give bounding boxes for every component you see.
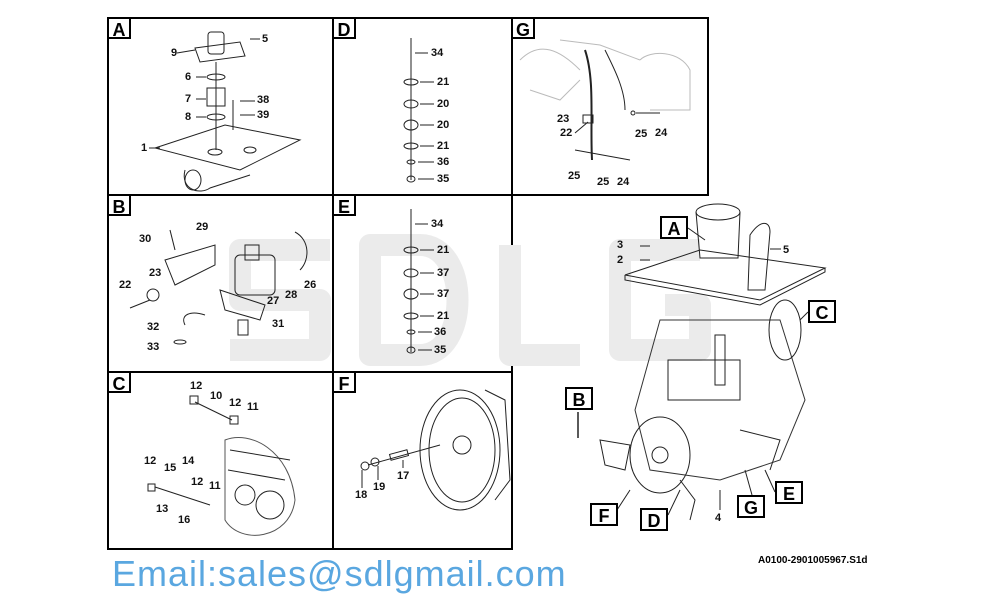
callout-number: 4 [715, 512, 722, 524]
callout-number: 1 [141, 142, 148, 154]
callout-number: 19 [373, 481, 386, 493]
callout-number: 14 [182, 455, 195, 467]
callout-number: 36 [434, 326, 447, 338]
fuel-pump-parts [129, 229, 308, 345]
callout-number: 21 [437, 244, 450, 256]
callout-number: 37 [437, 288, 450, 300]
callout-number: 25 [635, 128, 648, 140]
overview-callout-a: A [660, 216, 688, 239]
callout-number: 12 [229, 397, 242, 409]
callout-number: 15 [164, 462, 177, 474]
panel-letter: G [511, 17, 535, 40]
callout-number: 25 [597, 176, 610, 188]
callout-number: 34 [431, 47, 444, 59]
overview-callout-g: G [737, 495, 765, 518]
callout-number: 10 [210, 390, 223, 402]
callout-number: 12 [191, 476, 204, 488]
callout-number: 24 [655, 127, 668, 139]
callout-number: 37 [437, 267, 450, 279]
callout-number: 16 [178, 514, 191, 526]
callout-number: 22 [560, 127, 573, 139]
callout-number: 12 [144, 455, 157, 467]
engine-overview [577, 203, 827, 521]
callout-number: 23 [557, 113, 570, 125]
flywheel-parts [360, 389, 511, 511]
callout-number: 27 [267, 295, 280, 307]
callout-number: 38 [257, 94, 270, 106]
panel-letter: B [107, 194, 131, 217]
panel-letter: E [332, 194, 356, 217]
callout-number: 23 [149, 267, 162, 279]
overview-callout-b: B [565, 387, 593, 410]
panel-g: G [511, 17, 709, 196]
callout-number: 30 [139, 233, 152, 245]
callout-number: 33 [147, 341, 160, 353]
callout-number: 34 [431, 218, 444, 230]
callout-number: 7 [185, 93, 192, 105]
callout-number: 17 [397, 470, 410, 482]
callout-number: 18 [355, 489, 368, 501]
callout-number: 36 [437, 156, 450, 168]
callout-number: 13 [156, 503, 169, 515]
panel-letter: D [332, 17, 356, 40]
callout-number: 8 [185, 111, 192, 123]
callout-number: 31 [272, 318, 285, 330]
panel-letter: C [107, 371, 131, 394]
callout-number: 24 [617, 176, 630, 188]
overview-callout-c: C [808, 300, 836, 323]
overview-callout-f: F [590, 503, 618, 526]
callout-number: 21 [437, 140, 450, 152]
callout-number: 11 [247, 401, 259, 413]
callout-number: 26 [304, 279, 317, 291]
panel-letter: A [107, 17, 131, 40]
callout-number: 28 [285, 289, 298, 301]
callout-number: 35 [434, 344, 447, 356]
callout-number: 29 [196, 221, 209, 233]
callout-number: 20 [437, 98, 450, 110]
callout-number: 2 [617, 254, 624, 266]
panel-letter: F [332, 371, 356, 394]
callout-number: 6 [185, 71, 192, 83]
callout-number: 5 [783, 244, 790, 256]
email-watermark: Email:sales@sdlgmail.com [112, 553, 567, 594]
air-intake-parts [149, 31, 302, 192]
callout-number: 9 [171, 47, 178, 59]
fuel-line-background [519, 39, 691, 111]
callout-number: 39 [257, 109, 270, 121]
callout-number: 21 [437, 76, 450, 88]
drawing-code: A0100-2901005967.S1d [758, 555, 868, 566]
callout-number: 12 [190, 380, 203, 392]
overview-callout-d: D [640, 508, 668, 531]
mount-stacks [403, 38, 434, 354]
injection-lines-parts [147, 395, 296, 536]
callout-number: 3 [617, 239, 624, 251]
callout-number: 32 [147, 321, 160, 333]
panel-f: F [332, 371, 513, 550]
callout-number: 22 [119, 279, 132, 291]
callout-number: 20 [437, 119, 450, 131]
callout-number: 35 [437, 173, 450, 185]
overview-callout-e: E [775, 481, 803, 504]
fuel-line-parts [574, 49, 660, 161]
callout-number: 5 [262, 33, 269, 45]
callout-number: 25 [568, 170, 581, 182]
callout-number: 21 [437, 310, 450, 322]
callout-number: 11 [209, 480, 221, 492]
